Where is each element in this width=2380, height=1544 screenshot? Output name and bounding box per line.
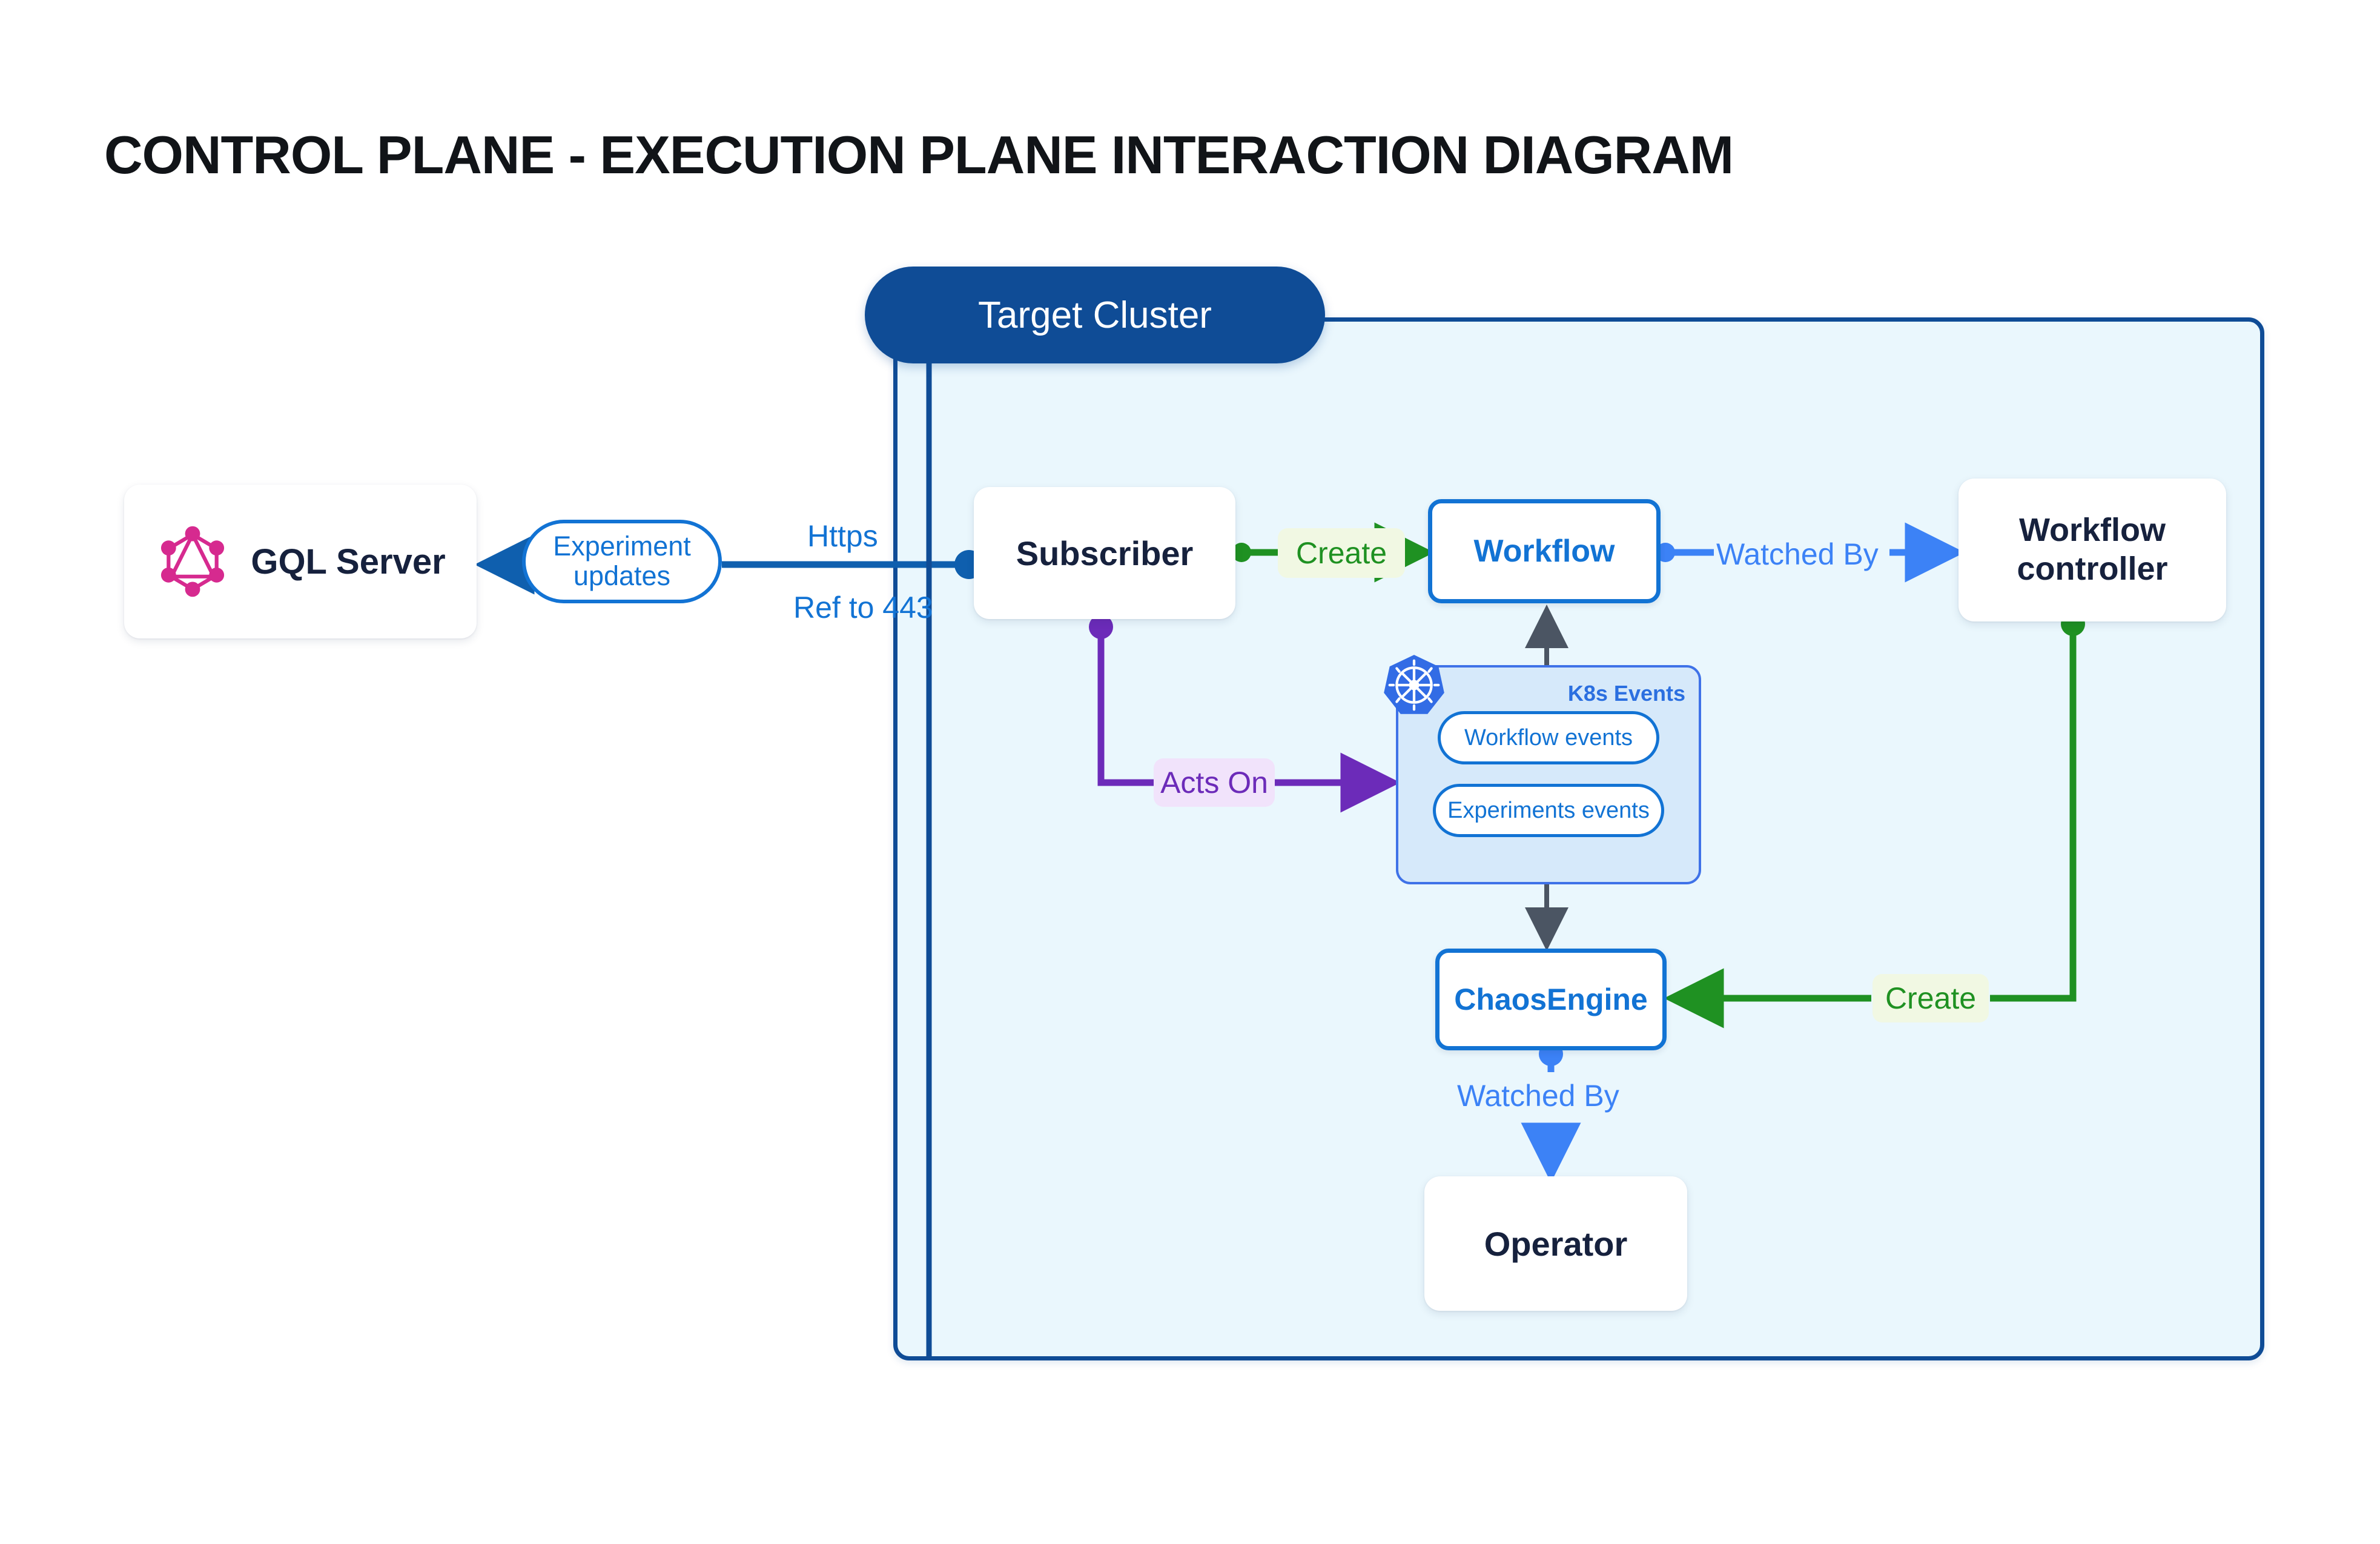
subscriber-node[interactable]: Subscriber — [974, 487, 1235, 619]
workflow-controller-label-line1: Workflow — [2018, 512, 2166, 549]
operator-label: Operator — [1484, 1224, 1628, 1263]
operator-node[interactable]: Operator — [1424, 1176, 1687, 1311]
workflow-node[interactable]: Workflow — [1428, 499, 1661, 603]
target-cluster-label[interactable]: Target Cluster — [865, 267, 1325, 363]
ref-to-443-edge-label: Ref to 443 — [793, 591, 933, 625]
workflow-controller-node[interactable]: Workflow controller — [1959, 479, 2226, 621]
k8s-events-group-label: K8s Events — [1567, 681, 1685, 706]
gql-server-label: GQL Server — [251, 542, 446, 581]
create-workflow-edge-label: Create — [1278, 528, 1405, 578]
page-title: CONTROL PLANE - EXECUTION PLANE INTERACT… — [104, 125, 1734, 185]
gql-server-node[interactable]: GQL Server — [124, 485, 477, 638]
https-edge-label: Https — [807, 519, 878, 553]
watched-by-controller-edge-label: Watched By — [1716, 537, 1879, 571]
kubernetes-logo-icon — [1382, 653, 1446, 717]
workflow-label: Workflow — [1473, 534, 1615, 569]
workflow-controller-label: Workflow controller — [2017, 511, 2167, 588]
chaosengine-node[interactable]: ChaosEngine — [1435, 949, 1667, 1050]
target-cluster-label-text: Target Cluster — [978, 294, 1212, 336]
acts-on-edge-label: Acts On — [1154, 758, 1275, 807]
workflow-events-pill[interactable]: Workflow events — [1438, 711, 1659, 764]
subscriber-label: Subscriber — [1016, 534, 1194, 572]
workflow-controller-label-line2: controller — [2017, 551, 2168, 587]
workflow-events-pill-label: Workflow events — [1464, 724, 1633, 750]
chaosengine-label: ChaosEngine — [1454, 982, 1648, 1016]
experiments-events-pill-label: Experiments events — [1447, 797, 1650, 823]
experiment-updates-edge-label: Experiment updates — [522, 520, 722, 603]
experiments-events-pill[interactable]: Experiments events — [1433, 784, 1664, 837]
k8s-events-group: K8s Events — [1396, 665, 1701, 884]
experiment-updates-line1: Experiment — [553, 531, 691, 562]
watched-by-operator-edge-label: Watched By — [1457, 1079, 1619, 1113]
graphql-logo-icon — [155, 524, 230, 599]
create-chaosengine-edge-label: Create — [1873, 974, 1989, 1022]
experiment-updates-line2: updates — [573, 560, 671, 591]
